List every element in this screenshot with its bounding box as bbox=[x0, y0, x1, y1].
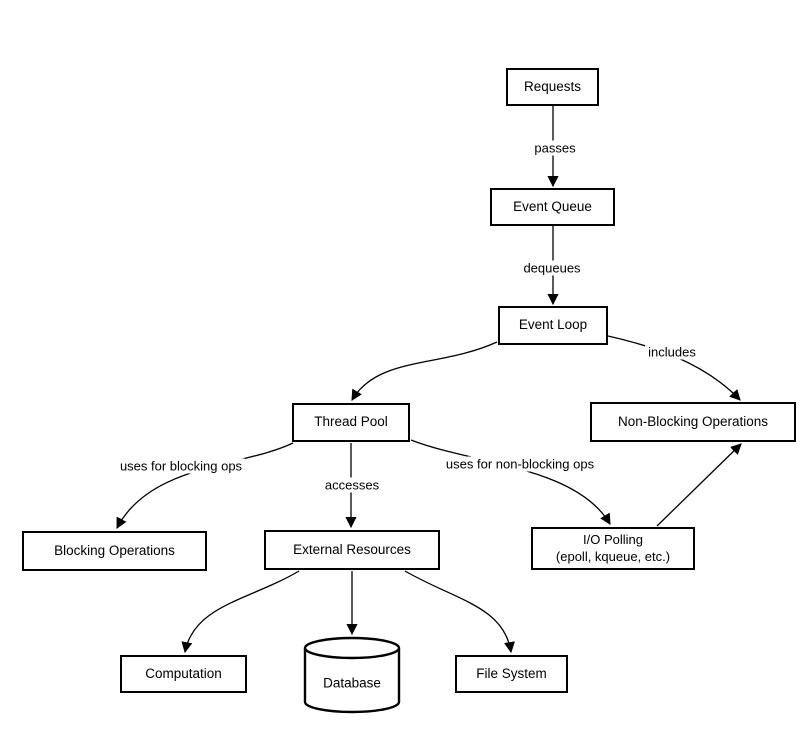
node-blocking-operations: Blocking Operations bbox=[22, 531, 207, 571]
node-event-queue: Event Queue bbox=[490, 188, 615, 226]
database-cylinder-shape bbox=[303, 636, 401, 714]
edge-event-loop-thread-pool bbox=[351, 341, 498, 401]
node-io-polling-label-line2: (epoll, kqueue, etc.) bbox=[555, 548, 671, 564]
node-non-blocking-operations: Non-Blocking Operations bbox=[590, 402, 796, 442]
edge-thread-pool-io-polling bbox=[410, 439, 611, 525]
node-requests: Requests bbox=[506, 68, 599, 106]
node-thread-pool: Thread Pool bbox=[292, 403, 410, 442]
edge-thread-pool-blocking-ops bbox=[116, 442, 294, 529]
edge-label-uses-for-blocking-ops: uses for blocking ops bbox=[116, 458, 246, 474]
node-file-system-label: File System bbox=[476, 665, 547, 681]
edge-label-passes: passes bbox=[531, 140, 579, 156]
edge-label-uses-for-non-blocking-ops: uses for non-blocking ops bbox=[442, 456, 598, 472]
edge-label-includes: includes bbox=[645, 344, 699, 360]
node-event-loop: Event Loop bbox=[498, 306, 608, 345]
node-io-polling-label-line1: I/O Polling bbox=[583, 532, 643, 548]
edge-external-resources-computation bbox=[181, 570, 300, 654]
edge-io-polling-non-blocking-ops bbox=[656, 443, 742, 527]
node-computation: Computation bbox=[120, 655, 247, 693]
node-requests-label: Requests bbox=[523, 78, 582, 94]
node-computation-label: Computation bbox=[145, 665, 222, 681]
node-blocking-operations-label: Blocking Operations bbox=[54, 542, 175, 558]
node-database-label: Database bbox=[323, 675, 381, 691]
node-non-blocking-operations-label: Non-Blocking Operations bbox=[617, 413, 769, 429]
edge-label-accesses: accesses bbox=[321, 477, 383, 493]
node-event-queue-label: Event Queue bbox=[513, 198, 592, 214]
node-thread-pool-label: Thread Pool bbox=[314, 414, 388, 430]
node-io-polling: I/O Polling (epoll, kqueue, etc.) bbox=[531, 527, 695, 570]
node-event-loop-label: Event Loop bbox=[518, 317, 588, 333]
node-external-resources-label: External Resources bbox=[293, 541, 411, 557]
edge-label-dequeues: dequeues bbox=[520, 260, 584, 276]
node-external-resources: External Resources bbox=[264, 530, 440, 570]
edge-external-resources-file-system bbox=[404, 570, 515, 654]
node-file-system: File System bbox=[455, 655, 568, 693]
